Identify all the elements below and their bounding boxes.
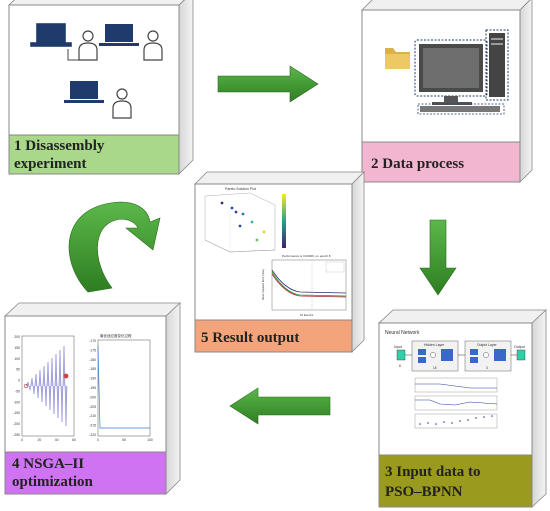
scatter-point <box>262 230 266 234</box>
step-label-bg-2 <box>361 141 521 183</box>
nsga-left-y-tick: 0 <box>18 379 20 383</box>
nn-output-layer-label: Output Layer <box>477 343 497 347</box>
nn-title: Neural Network <box>385 330 420 336</box>
nn-input-node <box>396 349 406 361</box>
step-label-4a: 4 NSGA–II <box>12 456 84 472</box>
nsga-left-y-tick: -200 <box>13 422 20 426</box>
scatter-point <box>255 238 259 242</box>
scatter-point <box>250 220 254 224</box>
arrow-down-icon <box>419 219 457 296</box>
nsga-left-y-tick: -50 <box>15 389 20 393</box>
scatter-point <box>238 224 242 228</box>
nsga-right-y-tick: -200 <box>89 395 96 399</box>
perf-xlabel: 16 Epochs <box>300 313 314 317</box>
colorbar <box>282 194 286 248</box>
nsga-right-y-tick: -185 <box>89 367 96 371</box>
nn-output-label: Output <box>514 345 525 349</box>
step-label-3b: PSO–BPNN <box>385 484 463 500</box>
nsga-left-y-tick: -150 <box>13 411 20 415</box>
nsga-right-title: 最优适应度变化过程 <box>100 333 132 338</box>
perf-title: Performance is 0.00006, on epoch 8 <box>282 254 331 258</box>
nsga-left-y-tick: 150 <box>14 346 20 350</box>
step-box-1: 1 Disassembly experiment <box>7 0 194 175</box>
step-label-4b: optimization <box>12 474 93 490</box>
nsga-left-x-tick: 40 <box>55 438 59 442</box>
nn-activation-block <box>441 349 453 361</box>
step-box-4: 4 NSGA–II optimization 200150100500-50-1… <box>3 302 182 495</box>
step-label-2: 2 Data process <box>371 156 464 172</box>
arrow-right-icon <box>217 65 319 103</box>
nn-output-node <box>516 349 526 361</box>
folder-icon <box>385 48 410 69</box>
nn-weight-block <box>418 349 426 355</box>
nsga-right-y-tick: -215 <box>89 424 96 428</box>
nsga-left-y-tick: -100 <box>13 400 20 404</box>
nsga-right-y-tick: -195 <box>89 386 96 390</box>
training-state-plots <box>414 377 498 429</box>
person-icon <box>78 30 98 61</box>
nn-output-count: 3 <box>486 366 488 370</box>
perf-ylabel: Mean Squared Error (mse) <box>261 269 265 300</box>
connector-line <box>67 49 80 61</box>
laptop-icon <box>99 24 139 46</box>
nsga-left-x-tick: 60 <box>72 438 76 442</box>
person-icon <box>143 30 163 61</box>
nsga-left-x-tick: 0 <box>21 438 23 442</box>
pareto-scatter-plot: Pareto Solution Plot <box>204 187 286 253</box>
nsga-right-y-tick: -210 <box>89 414 96 418</box>
nsga-left-y-tick: 100 <box>14 357 20 361</box>
start-marker <box>23 383 29 389</box>
nsga-right-y-tick: -190 <box>89 377 96 381</box>
nsga-left-y-tick: 50 <box>16 368 20 372</box>
scatter-point <box>241 212 245 216</box>
arrow-left-icon <box>229 387 331 425</box>
scatter-point <box>220 201 224 205</box>
scatter-title: Pareto Solution Plot <box>225 187 256 191</box>
fitness-line <box>97 345 150 429</box>
performance-plot: Performance is 0.00006, on epoch 8 Mean … <box>261 254 347 317</box>
step-label-1a: 1 Disassembly <box>14 138 105 154</box>
nn-hidden-label: Hidden Layer <box>424 343 445 347</box>
person-icon <box>112 88 132 119</box>
arrow-curved-icon <box>68 201 161 293</box>
neural-network-diagram: Neural Network Input 8 Hidden Layer 16 O… <box>385 330 526 372</box>
scatter-point <box>230 206 234 210</box>
nsga-right-y-tick: -205 <box>89 405 96 409</box>
nsga-right-y-tick: -170 <box>89 339 96 343</box>
nn-input-count: 8 <box>399 364 401 368</box>
nsga-right-x-tick: 50 <box>122 438 126 442</box>
step-label-5: 5 Result output <box>201 330 299 346</box>
nn-input-label: Input <box>394 345 402 349</box>
step-label-bg-3 <box>378 454 533 508</box>
nsga-left-x-tick: 20 <box>37 438 41 442</box>
step-label-1b: experiment <box>14 156 86 172</box>
nsga-left-y-tick: 200 <box>14 335 20 339</box>
nsga-right-y-tick: -220 <box>89 433 96 437</box>
best-marker <box>63 373 69 379</box>
computer-icon <box>414 29 509 115</box>
nsga-left-plot: 200 150 100 50 0 -50 -100 -150 -200 -250 0 20 40 60 <box>13 335 76 442</box>
nn-bias-block <box>418 357 426 363</box>
step-label-bg-4 <box>4 451 167 495</box>
nsga-right-plot: 最优适应度变化过程 -170 -175 -180 -185 -190 -195 -200 -2… <box>89 333 153 442</box>
nsga-right-x-tick: 0 <box>97 438 99 442</box>
step-box-5: 5 Result output Pareto Solution Plot <box>194 171 365 353</box>
laptop-icon <box>30 23 72 47</box>
laptop-icon <box>64 81 104 103</box>
oscillation-series <box>25 345 68 427</box>
scatter-point <box>234 210 238 214</box>
nsga-right-y-tick: -175 <box>89 348 96 352</box>
nn-hidden-count: 16 <box>433 366 437 370</box>
step-label-bg-5 <box>194 319 353 353</box>
nsga-right-y-tick: -180 <box>89 358 96 362</box>
nsga-right-x-tick: 100 <box>147 438 153 442</box>
step-box-3: 3 Input data to PSO–BPNN Neural Network … <box>377 309 548 508</box>
step-box-2: 2 Data process <box>361 0 533 183</box>
step-label-bg-1 <box>8 134 180 175</box>
nsga-left-y-tick: -250 <box>13 433 20 437</box>
step-label-3a: 3 Input data to <box>385 464 480 480</box>
